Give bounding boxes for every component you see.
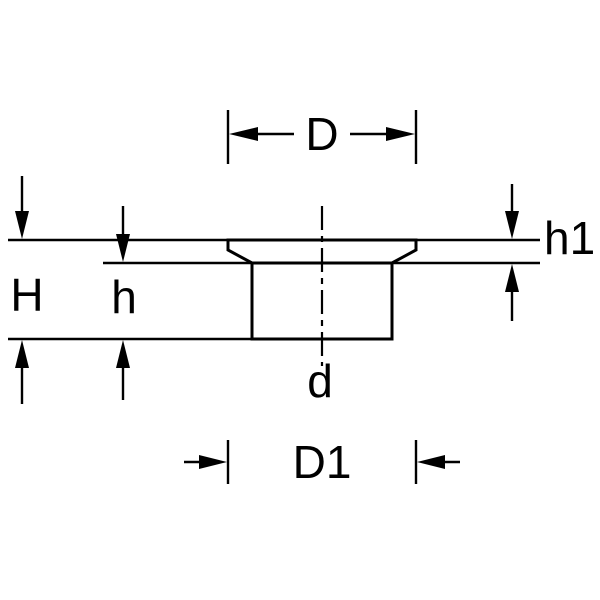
h-cap-arrow-down [15, 211, 29, 239]
dimension-D: D [226, 108, 418, 164]
d-arrow-right [386, 127, 415, 141]
h-cap-arrow-up [15, 340, 29, 368]
part-cross-section [226, 206, 418, 366]
dimension-H: H [10, 176, 44, 404]
label-D: D [305, 108, 338, 160]
d1-arrow-right-pointing [199, 455, 227, 469]
d-arrow-left [229, 127, 258, 141]
dimension-D1: D1 [184, 436, 460, 488]
h-arrow-down [116, 234, 130, 262]
label-D1: D1 [293, 436, 352, 488]
d1-arrow-left-pointing [417, 455, 445, 469]
dimension-h: h [111, 206, 137, 400]
label-d: d [307, 355, 333, 407]
h1-arrow-down [505, 211, 519, 239]
h-arrow-up [116, 340, 130, 368]
label-H: H [10, 269, 43, 321]
label-h1: h1 [544, 212, 595, 264]
label-h: h [111, 271, 137, 323]
dimension-h1: h1 [505, 184, 595, 321]
h1-arrow-up [505, 264, 519, 292]
